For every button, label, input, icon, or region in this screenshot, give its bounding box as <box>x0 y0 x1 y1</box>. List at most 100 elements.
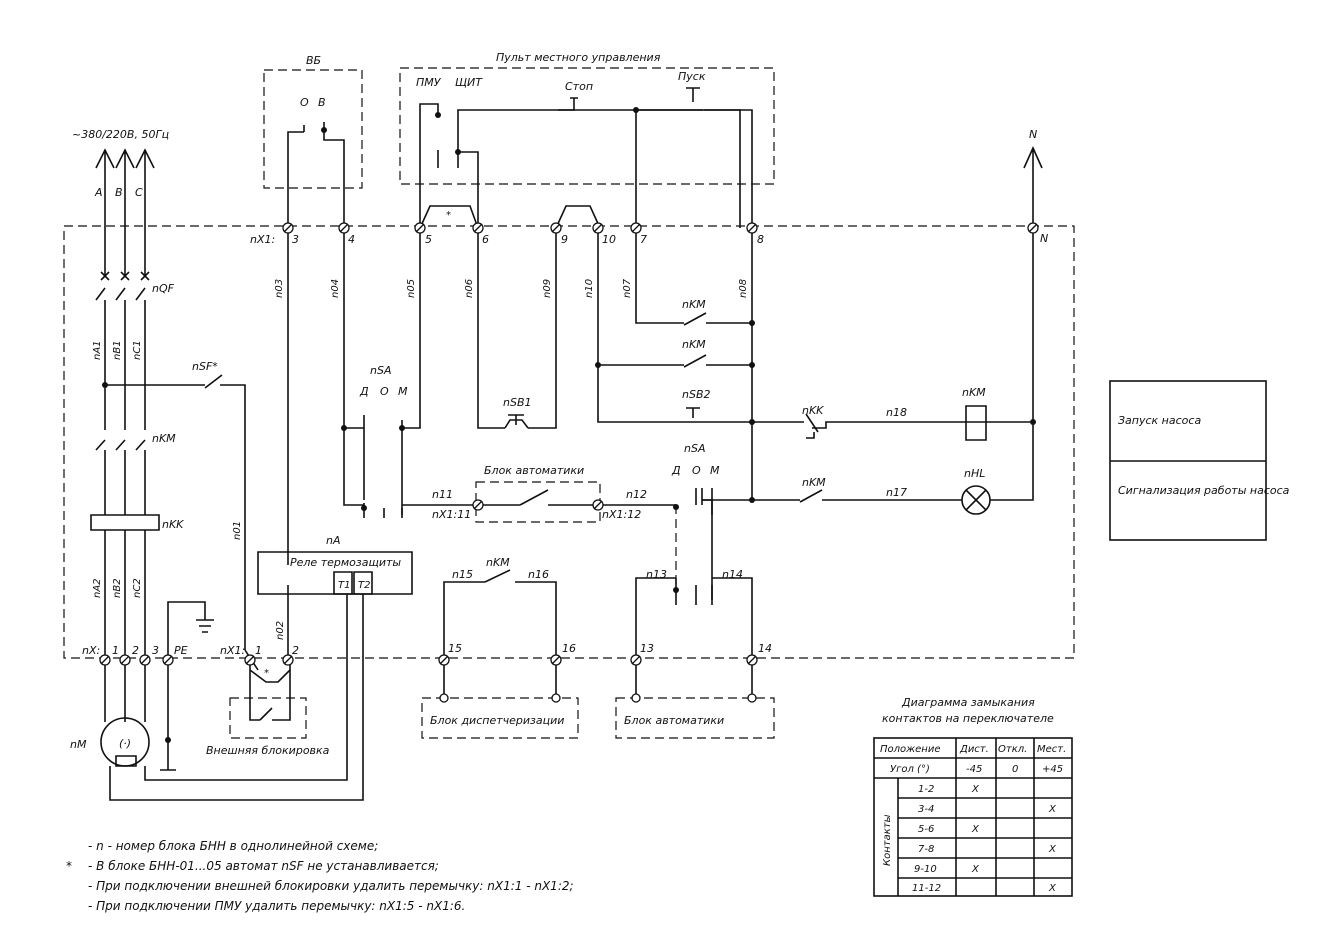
dispatch-box <box>421 697 579 739</box>
ct-header-3: Мест. <box>1037 744 1066 755</box>
terminal-top-4 <box>338 222 350 234</box>
wire-n04: n04 <box>330 279 341 298</box>
wire-n12: n12 <box>626 488 647 501</box>
terminal-bottom-pe-label: PE <box>174 644 188 657</box>
wire-n05: n05 <box>406 279 417 298</box>
terminal-mid-12-label: nX1:12 <box>602 508 641 521</box>
automation-mid-box <box>475 481 601 523</box>
ct-row-4-name: 9-10 <box>914 864 937 875</box>
terminal-top-9-label: 9 <box>561 233 568 246</box>
terminal-lock-1 <box>244 654 256 666</box>
terminal-16-label: 16 <box>562 642 576 655</box>
terminal-top-5 <box>414 222 426 234</box>
relay-ref: nA <box>326 534 341 547</box>
ct-row-1-name: 3-4 <box>918 804 934 815</box>
sf-label: nSF* <box>192 360 218 373</box>
motor-symbol: (·) <box>119 737 131 750</box>
neutral-label-terminal: N <box>1040 232 1048 245</box>
ct-angle-3: +45 <box>1042 764 1063 775</box>
wire-n10: n10 <box>584 279 595 298</box>
relay-t2: T2 <box>358 580 370 591</box>
note-3: - При подключении ПМУ удалить перемычку:… <box>88 899 465 913</box>
wire-nb2: nB2 <box>112 578 123 598</box>
terminal-top-8-label: 8 <box>757 233 764 246</box>
sa-label-left: nSA <box>370 364 391 377</box>
terminal-lock-2 <box>282 654 294 666</box>
qf-poles <box>100 271 150 281</box>
box-terminals <box>439 693 757 703</box>
svg-text:*: * <box>446 210 451 221</box>
terminal-top-6 <box>472 222 484 234</box>
terminal-bottom-2 <box>119 654 131 666</box>
wire-n14: n14 <box>722 568 743 581</box>
terminal-top-10-label: 10 <box>602 233 616 246</box>
contact-table-grid <box>873 737 1073 897</box>
external-lock-box <box>229 697 307 739</box>
wire-n18: n18 <box>886 406 907 419</box>
control-circuit <box>244 233 1034 721</box>
supply-arrows <box>95 146 1043 422</box>
sa-contacts <box>363 488 713 605</box>
terminal-13 <box>630 654 642 666</box>
vb-box <box>263 69 363 189</box>
terminal-top-7-label: 7 <box>640 233 647 246</box>
phase-a-label: A <box>94 186 103 199</box>
contact-table-rows: 1-2 X 3-4 X 5-6 X 7-8 X 9-10 X 11-12 X <box>912 784 1057 894</box>
wire-n07: n07 <box>622 278 633 298</box>
wire-na2: nA2 <box>92 578 103 598</box>
wire-nb1: nB1 <box>112 340 123 360</box>
terminal-top-8 <box>746 222 758 234</box>
terminal-top-7 <box>630 222 642 234</box>
km-coil-label: nKM <box>962 386 986 399</box>
ct-side-label: Контакты <box>882 814 893 866</box>
km-contact-label-3: nKM <box>802 476 826 489</box>
vb-contact-v: В <box>318 96 326 109</box>
terminal-mid-11 <box>472 499 484 511</box>
external-lock-title: Внешняя блокировка <box>206 744 330 757</box>
terminal-top-6-label: 6 <box>482 233 489 246</box>
vb-contact-o: О <box>300 96 309 109</box>
sa-left-pos-m: М <box>398 385 408 398</box>
note-2: - При подключении внешней блокировки уда… <box>88 879 574 893</box>
ct-header-2: Откл. <box>998 744 1027 755</box>
vb-contacts <box>287 122 345 228</box>
terminal-15 <box>438 654 450 666</box>
local-panel-title: Пульт местного управления <box>496 51 661 64</box>
ct-angle-1: -45 <box>966 764 982 775</box>
contact-table-title-2: контактов на переключателе <box>882 712 1054 725</box>
km-contact-label-1: nKM <box>682 298 706 311</box>
wire-n03: n03 <box>274 279 285 298</box>
sa-left-pos-o: О <box>380 385 389 398</box>
terminal-top-10 <box>592 222 604 234</box>
neutral-label-top: N <box>1029 128 1037 141</box>
start-label: Пуск <box>678 70 706 83</box>
terminal-mid-11-label: nX1:11 <box>432 508 471 521</box>
ct-row-2-name: 5-6 <box>918 824 934 835</box>
km-power-label: nKM <box>152 432 176 445</box>
wire-na1: nA1 <box>92 340 103 360</box>
note-1: - В блоке БНН-01...05 автомат nSF не уст… <box>88 859 439 873</box>
terminal-top-3 <box>282 222 294 234</box>
ct-angle-0: Угол (°) <box>890 764 930 775</box>
terminals-lock-prefix: nX1: <box>220 644 245 657</box>
wire-n11: n11 <box>432 488 453 501</box>
terminal-mid-12 <box>592 499 604 511</box>
terminal-top-n <box>1027 222 1039 234</box>
terminal-lock-2-label: 2 <box>292 644 299 657</box>
terminal-bottom-pe <box>162 654 174 666</box>
terminal-top-4-label: 4 <box>348 233 355 246</box>
terminal-bottom-3 <box>139 654 151 666</box>
ct-row-3-name: 7-8 <box>918 844 934 855</box>
function-table <box>1109 380 1267 541</box>
wire-n06: n06 <box>464 279 475 298</box>
ct-row-1-c2: X <box>1048 804 1057 815</box>
automation-bottom-title: Блок автоматики <box>624 714 724 727</box>
km-contact-label-4: nKM <box>486 556 510 569</box>
terminal-lock-1-label: 1 <box>255 644 262 657</box>
kk-power-label: nKK <box>162 518 184 531</box>
wire-n08: n08 <box>738 279 749 298</box>
wire-n13: n13 <box>646 568 667 581</box>
terminal-bottom-1 <box>99 654 111 666</box>
hl-label: nHL <box>964 467 985 480</box>
